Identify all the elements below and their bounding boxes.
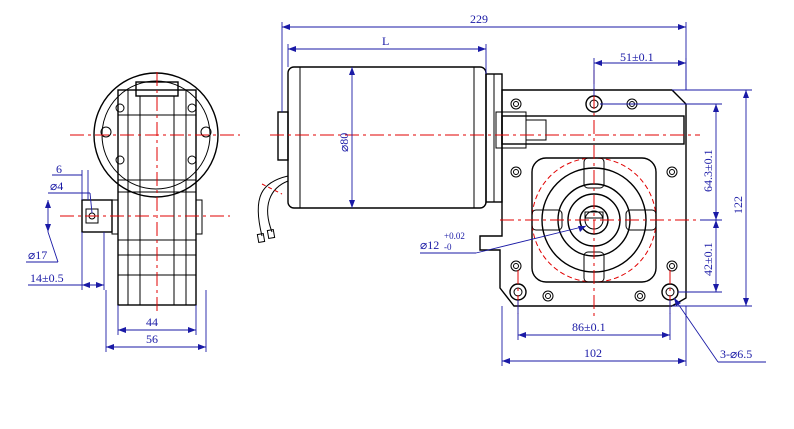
- side-view: 6 ⌀4 ⌀17 14±0.5 44 56: [26, 72, 240, 352]
- bolt: [510, 166, 522, 178]
- side-bolt-left: [100, 126, 112, 138]
- bolt: [666, 166, 678, 178]
- dim-side-d17: ⌀17: [28, 248, 47, 262]
- dim-shaft-tol-lower: -0: [444, 242, 452, 252]
- dim-motor-diameter: ⌀80: [337, 133, 351, 152]
- dim-offset-64: 64.3±0.1: [701, 149, 715, 192]
- side-bolt-right: [200, 126, 212, 138]
- bolt: [510, 98, 522, 110]
- dim-base-width-102: 102: [584, 346, 602, 360]
- side-bolt-br: [187, 155, 197, 165]
- dim-offset-51: 51±0.1: [620, 50, 654, 64]
- dim-side-d4: ⌀4: [50, 179, 63, 193]
- dim-offset-42: 42±0.1: [701, 242, 715, 276]
- dim-motor-length: L: [382, 34, 389, 48]
- dim-hole-spacing-86: 86±0.1: [572, 320, 606, 334]
- dim-shaft-diameter: ⌀12: [420, 238, 439, 252]
- gearbox-housing: [479, 89, 687, 307]
- dim-side-6: 6: [56, 162, 62, 176]
- bolt: [634, 290, 646, 302]
- dim-overall-length: 229: [470, 12, 488, 26]
- worm-shaft-housing: [501, 115, 685, 145]
- motor-end-cap: [277, 111, 289, 161]
- front-view: 229 L ⌀80 51±0.1 64.3±0.1 122: [256, 12, 766, 366]
- side-bolt-bl: [115, 155, 125, 165]
- wire-1: [257, 175, 289, 237]
- side-bolt-tl: [115, 103, 125, 113]
- dim-shaft-tol-upper: +0.02: [444, 231, 465, 241]
- bolt: [666, 260, 678, 272]
- dim-side-56: 56: [146, 332, 158, 346]
- dim-height-122: 122: [731, 196, 745, 214]
- motor-body: [287, 66, 487, 209]
- side-flange-outer: [93, 72, 219, 198]
- dim-side-14: 14±0.5: [30, 271, 64, 285]
- side-bolt-tr: [187, 103, 197, 113]
- wire-2: [267, 180, 289, 233]
- dim-mount-holes: 3-⌀6.5: [720, 347, 752, 361]
- bolt: [542, 290, 554, 302]
- dim-side-44: 44: [146, 315, 158, 329]
- bolt: [510, 260, 522, 272]
